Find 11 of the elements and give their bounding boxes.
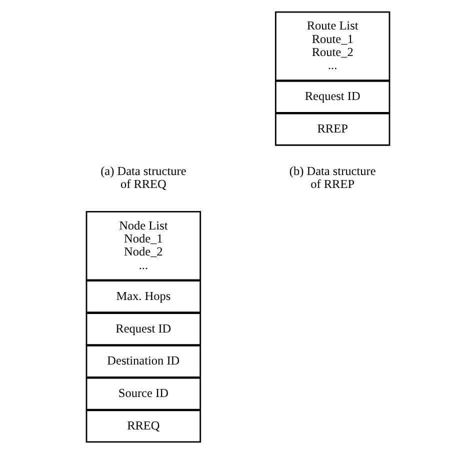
label: (a) Data structure of RREQ [100,164,186,192]
node-box: Request ID [274,80,390,114]
node-box: Destination ID [86,344,202,378]
label: (b) Data structure of RREP [289,164,376,192]
node-box: RREP [274,112,390,146]
node-box: Request ID [86,312,202,346]
node-box: Max. Hops [86,280,202,314]
node-box: Route List Route_1 Route_2 ... [274,11,390,82]
node-box: Source ID [86,377,202,410]
node-box: Node List Node_1 Node_2 ... [86,210,202,281]
node-box: RREQ [86,410,202,443]
